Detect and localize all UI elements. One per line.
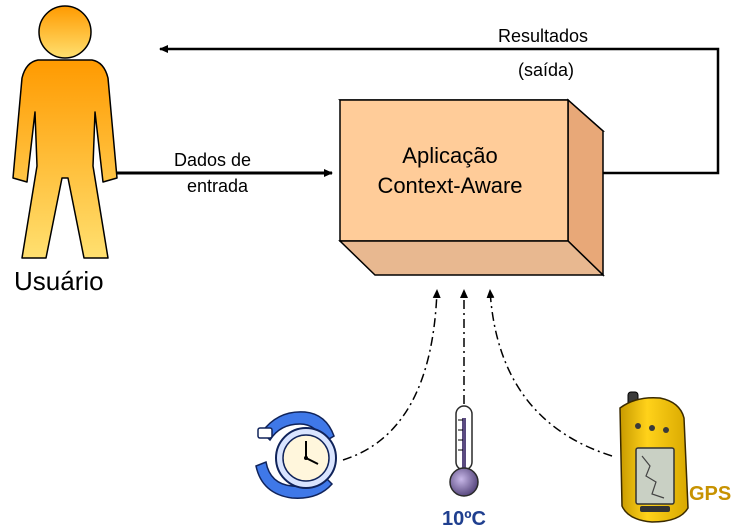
gps-label: GPS <box>689 483 731 505</box>
person-icon <box>12 5 118 259</box>
watch-sensor-arrow <box>342 289 441 461</box>
results-label-line2: (saída) <box>518 60 574 80</box>
app-label-line1: Aplicação <box>402 143 497 168</box>
app-label-line2: Context-Aware <box>377 173 522 198</box>
user-label: Usuário <box>14 266 104 296</box>
input-label-line1: Dados de <box>174 150 251 170</box>
temperature-label: 10ºC <box>442 508 486 530</box>
thermometer-icon <box>449 405 479 497</box>
results-label-line1: Resultados <box>498 26 588 46</box>
application-box <box>338 98 605 277</box>
input-label-line2: entrada <box>187 176 249 196</box>
gps-sensor-arrow <box>486 289 613 457</box>
gps-device-icon <box>619 391 689 523</box>
watch-icon <box>255 411 337 499</box>
results-arrow <box>159 45 720 175</box>
